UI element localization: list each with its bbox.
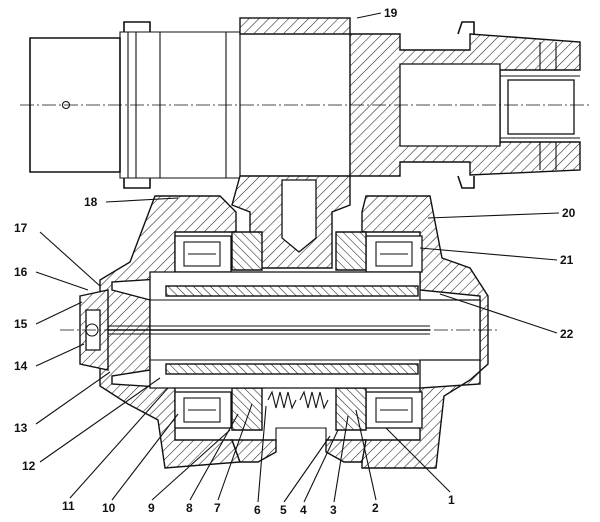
callout-6: 6	[254, 503, 261, 517]
callout-10: 10	[102, 501, 116, 515]
callout-4: 4	[300, 503, 307, 517]
upper-shaft	[20, 17, 590, 189]
callout-11: 11	[62, 499, 75, 513]
callout-8: 8	[186, 501, 193, 515]
callout-7: 7	[214, 501, 221, 515]
callout-17: 17	[14, 221, 28, 235]
roller-body	[60, 195, 500, 469]
callout-22: 22	[560, 327, 574, 341]
callout-3: 3	[330, 503, 337, 517]
callout-1: 1	[448, 493, 455, 507]
callout-15: 15	[14, 317, 28, 331]
callout-labels: 19 18 20 21 22 17 16 15 14 13 12 11 10 9…	[14, 6, 576, 517]
callout-5: 5	[280, 503, 287, 517]
callout-12: 12	[22, 459, 36, 473]
callout-18: 18	[84, 195, 98, 209]
callout-2: 2	[372, 501, 379, 515]
callout-16: 16	[14, 265, 28, 279]
callout-19: 19	[384, 6, 398, 20]
callout-14: 14	[14, 359, 28, 373]
callout-13: 13	[14, 421, 28, 435]
leader-lines	[35, 12, 560, 503]
callout-20: 20	[562, 206, 576, 220]
callout-9: 9	[148, 501, 155, 515]
callout-21: 21	[560, 253, 574, 267]
